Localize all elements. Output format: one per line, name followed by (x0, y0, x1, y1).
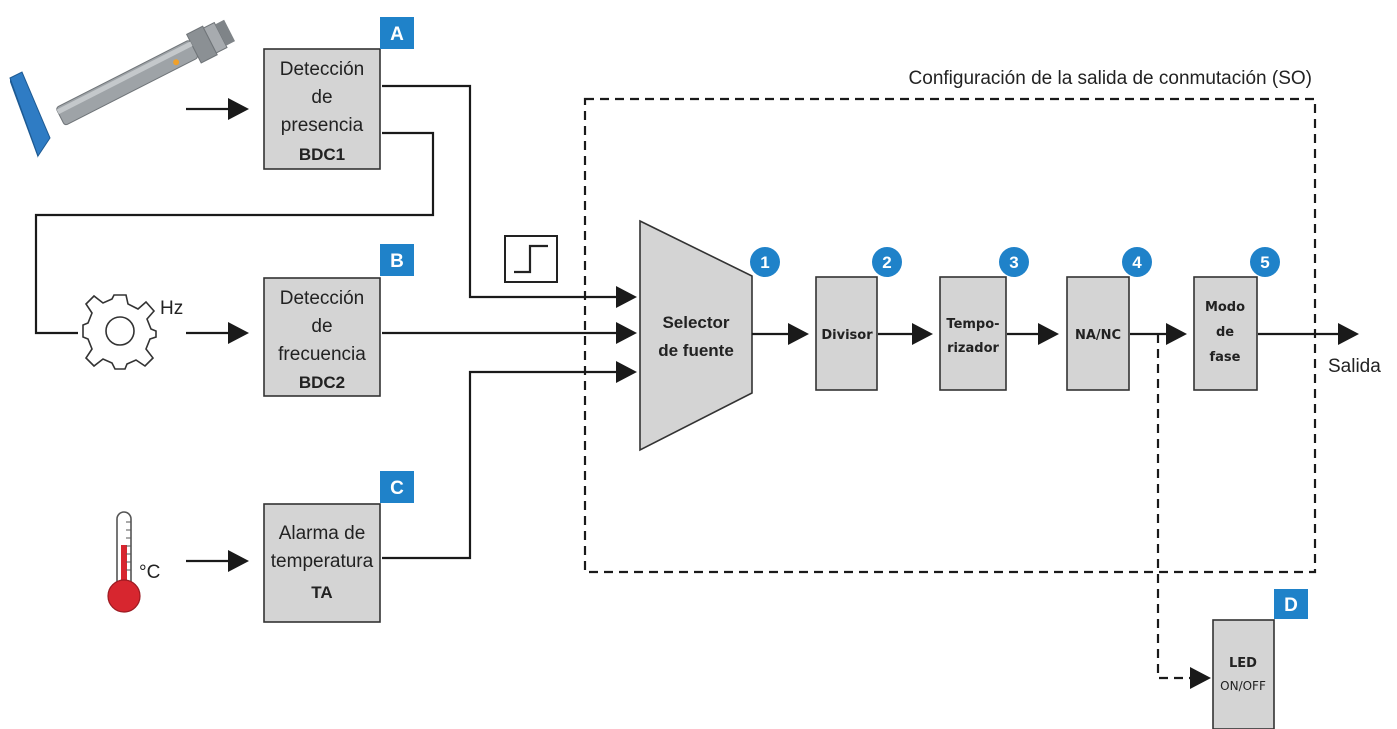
na-nc-box: NA/NC (1066, 276, 1130, 391)
svg-text:Detección: Detección (280, 59, 365, 80)
led-branch-line (1156, 334, 1211, 689)
box-bdc1: Detección de presencia BDC1 (263, 48, 381, 170)
step-number-5: 5 (1250, 247, 1280, 277)
svg-text:Divisor: Divisor (821, 328, 873, 343)
svg-text:2: 2 (882, 253, 891, 272)
selector-de-fuente: Selector de fuente (639, 219, 753, 452)
step-number-1: 1 (750, 247, 780, 277)
salida-label: Salida (1328, 356, 1381, 377)
config-region-title: Configuración de la salida de conmutació… (909, 68, 1312, 89)
gear-icon (82, 294, 157, 370)
svg-text:B: B (390, 251, 404, 272)
frequency-unit-label: Hz (160, 298, 183, 319)
svg-text:4: 4 (1132, 253, 1142, 272)
divisor-box: Divisor (815, 276, 878, 391)
badge-d: D (1274, 589, 1308, 619)
stage-arrows (752, 323, 1359, 345)
connector-lines (34, 84, 637, 560)
svg-text:fase: fase (1210, 350, 1241, 365)
svg-text:frecuencia: frecuencia (278, 344, 366, 365)
modo-de-fase-box: Modo de fase (1193, 276, 1258, 391)
badge-c: C (380, 471, 414, 503)
input-arrows (186, 98, 249, 572)
svg-text:3: 3 (1009, 253, 1018, 272)
box-bdc2: Detección de frecuencia BDC2 (263, 277, 381, 397)
step-number-3: 3 (999, 247, 1029, 277)
led-box: LED ON/OFF (1212, 619, 1275, 729)
svg-text:D: D (1284, 595, 1298, 616)
svg-text:Detección: Detección (280, 288, 365, 309)
svg-text:de: de (311, 316, 332, 337)
svg-text:BDC1: BDC1 (299, 145, 345, 164)
svg-text:de: de (1216, 325, 1234, 340)
svg-text:de fuente: de fuente (658, 341, 734, 360)
svg-text:Selector: Selector (662, 313, 729, 332)
svg-text:ON/OFF: ON/OFF (1220, 679, 1266, 693)
badge-b: B (380, 244, 414, 276)
svg-text:5: 5 (1260, 253, 1269, 272)
svg-text:A: A (390, 24, 404, 45)
box-ta: Alarma de temperatura TA (263, 503, 381, 623)
svg-text:NA/NC: NA/NC (1075, 328, 1121, 343)
svg-text:presencia: presencia (281, 115, 364, 136)
thermometer-icon (107, 511, 141, 613)
temperature-unit-label: °C (139, 562, 160, 583)
svg-text:C: C (390, 478, 404, 499)
svg-text:Modo: Modo (1205, 300, 1245, 315)
step-number-2: 2 (872, 247, 902, 277)
step-signal-icon (504, 235, 558, 283)
inductive-sensor-icon (9, 19, 236, 158)
svg-text:1: 1 (760, 253, 769, 272)
svg-text:rizador: rizador (947, 341, 999, 356)
temporizador-box: Tempo- rizador (939, 276, 1007, 391)
svg-text:Tempo-: Tempo- (946, 317, 999, 332)
svg-text:Alarma de: Alarma de (279, 523, 366, 544)
badge-a: A (380, 17, 414, 49)
svg-text:temperatura: temperatura (271, 551, 374, 572)
svg-text:TA: TA (311, 583, 332, 602)
svg-text:BDC2: BDC2 (299, 373, 345, 392)
svg-text:de: de (311, 87, 332, 108)
step-number-4: 4 (1122, 247, 1152, 277)
svg-text:LED: LED (1229, 656, 1257, 671)
config-region-border (583, 97, 1317, 574)
